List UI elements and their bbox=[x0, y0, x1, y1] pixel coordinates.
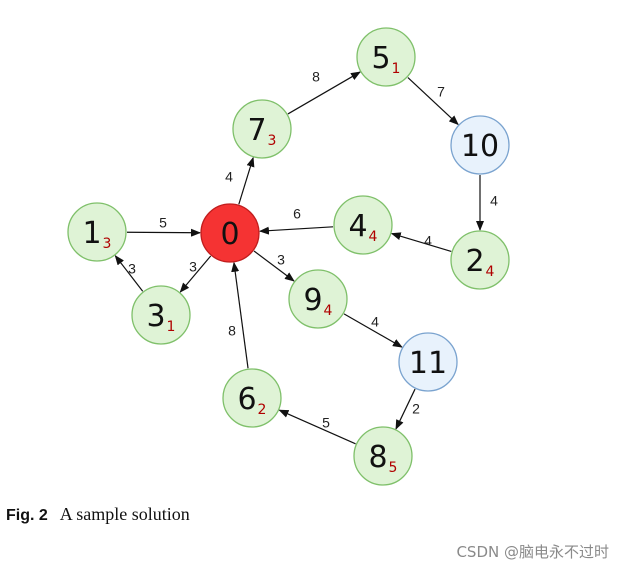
edge-weight-1-to-0: 5 bbox=[159, 215, 167, 231]
edge-weight-0-to-3: 3 bbox=[189, 259, 197, 275]
node-subscript-1: 3 bbox=[103, 236, 112, 252]
edge-weight-11-to-8: 2 bbox=[412, 401, 420, 417]
node-circle-4 bbox=[333, 195, 393, 255]
node-label-6: 6 bbox=[237, 382, 256, 417]
node-11: 11 bbox=[398, 332, 458, 392]
node-label-1: 1 bbox=[82, 216, 101, 251]
node-subscript-3: 1 bbox=[167, 319, 176, 335]
edge-11-to-8 bbox=[395, 388, 416, 430]
edge-weight-5-to-10: 7 bbox=[437, 84, 445, 100]
node-label-10: 10 bbox=[461, 129, 499, 164]
node-circle-11 bbox=[398, 332, 458, 392]
node-circle-3 bbox=[131, 285, 191, 345]
node-circle-1 bbox=[67, 202, 127, 262]
edge-0-to-3 bbox=[179, 255, 212, 293]
figure-caption-text: A sample solution bbox=[59, 504, 190, 524]
edge-weight-2-to-4: 4 bbox=[424, 233, 432, 249]
edge-5-to-10 bbox=[407, 77, 459, 126]
watermark: CSDN @脑电永不过时 bbox=[456, 543, 609, 561]
node-circle-0 bbox=[200, 203, 260, 263]
node-circle-10 bbox=[450, 115, 510, 175]
edge-7-to-5 bbox=[287, 71, 361, 115]
node-label-11: 11 bbox=[409, 346, 447, 381]
node-subscript-7: 3 bbox=[268, 133, 277, 149]
edge-2-to-4 bbox=[390, 232, 452, 252]
node-label-7: 7 bbox=[247, 113, 266, 148]
node-subscript-9: 4 bbox=[324, 303, 333, 319]
edge-weight-9-to-11: 4 bbox=[371, 314, 379, 330]
edge-0-to-7 bbox=[238, 156, 255, 205]
edge-weight-3-to-1: 3 bbox=[128, 261, 136, 277]
edge-9-to-11 bbox=[343, 313, 403, 348]
edge-weight-7-to-5: 8 bbox=[312, 69, 320, 85]
edge-weight-8-to-6: 5 bbox=[322, 415, 330, 431]
node-0: 0 bbox=[200, 203, 260, 263]
edge-1-to-0 bbox=[126, 228, 202, 237]
node-subscript-2: 4 bbox=[486, 264, 495, 280]
node-circle-8 bbox=[353, 426, 413, 486]
edge-6-to-0 bbox=[231, 261, 249, 369]
node-label-4: 4 bbox=[348, 209, 367, 244]
edge-8-to-6 bbox=[278, 409, 356, 445]
node-circle-6 bbox=[222, 368, 282, 428]
node-subscript-5: 1 bbox=[392, 61, 401, 77]
node-10: 10 bbox=[450, 115, 510, 175]
figure-label: Fig. 2 bbox=[6, 507, 48, 524]
node-label-2: 2 bbox=[465, 244, 484, 279]
node-circle-5 bbox=[356, 27, 416, 87]
node-label-0: 0 bbox=[220, 217, 239, 252]
node-subscript-8: 5 bbox=[389, 460, 398, 476]
node-label-8: 8 bbox=[368, 440, 387, 475]
edge-weight-0-to-9: 3 bbox=[277, 252, 285, 268]
node-label-3: 3 bbox=[146, 299, 165, 334]
node-subscript-6: 2 bbox=[258, 402, 267, 418]
edge-3-to-1 bbox=[114, 254, 144, 292]
node-label-5: 5 bbox=[371, 41, 390, 76]
edge-weight-10-to-2: 4 bbox=[490, 193, 498, 209]
figure-caption: Fig. 2 A sample solution bbox=[6, 504, 190, 525]
node-circle-9 bbox=[288, 269, 348, 329]
node-circle-2 bbox=[450, 230, 510, 290]
edge-4-to-0 bbox=[258, 226, 334, 235]
edge-weight-6-to-0: 8 bbox=[228, 323, 236, 339]
edge-weight-0-to-7: 4 bbox=[225, 169, 233, 185]
node-subscript-4: 4 bbox=[369, 229, 378, 245]
node-label-9: 9 bbox=[303, 283, 322, 318]
edge-0-to-9 bbox=[253, 250, 295, 282]
node-circle-7 bbox=[232, 99, 292, 159]
edge-weight-4-to-0: 6 bbox=[293, 206, 301, 222]
